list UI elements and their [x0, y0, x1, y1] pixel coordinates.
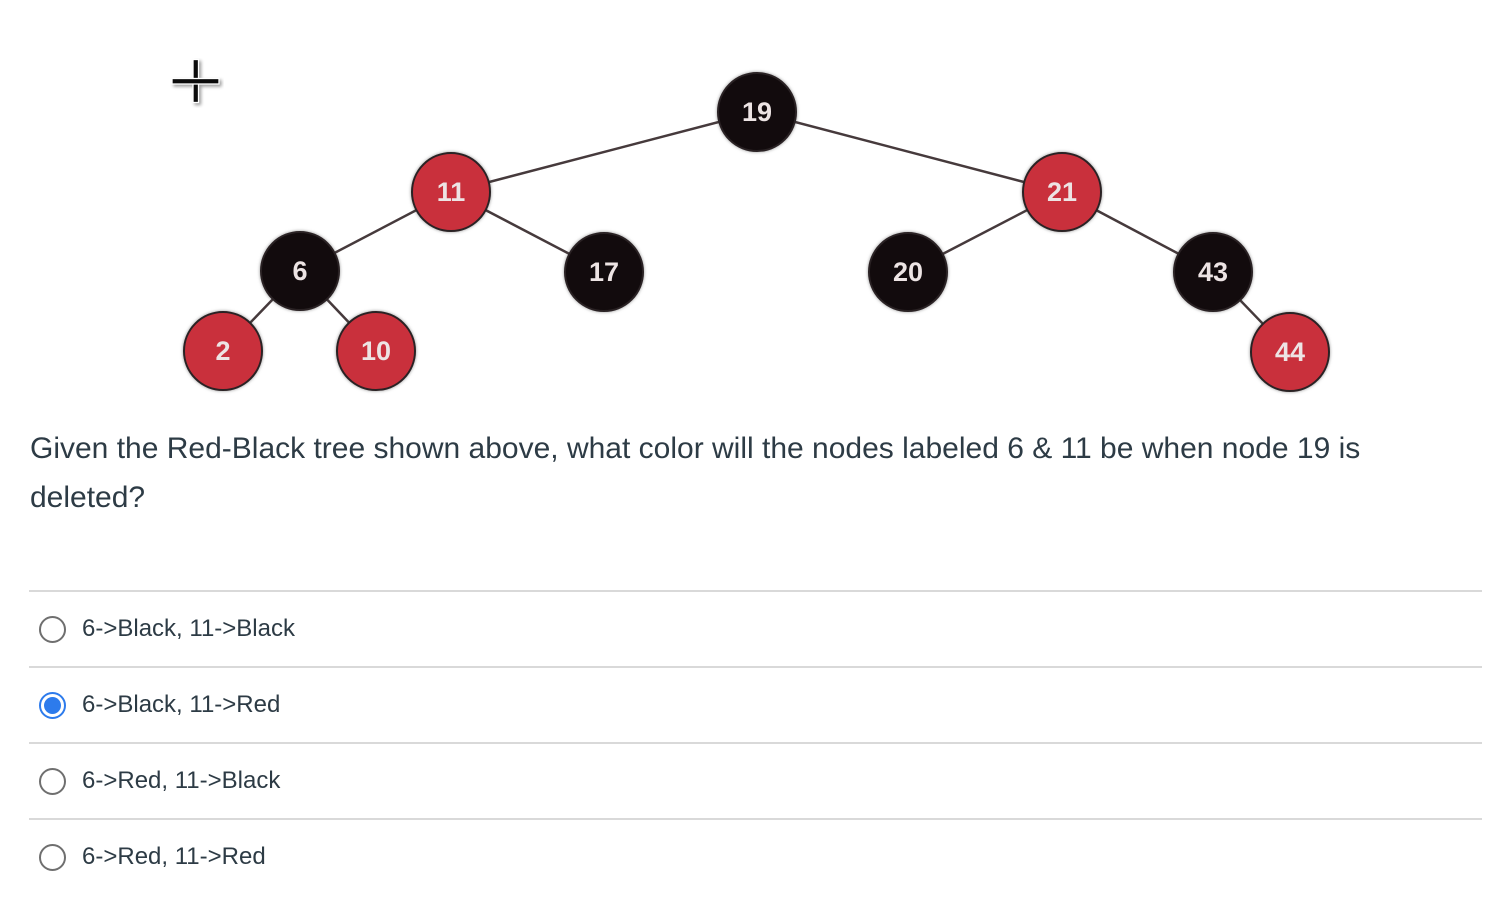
answer-option-3[interactable]: 6->Red, 11->Black: [29, 742, 1482, 818]
tree-node-2: [183, 311, 263, 391]
tree-edge: [756, 110, 1063, 194]
tree-node-label: 2: [215, 336, 230, 366]
tree-node-20: [868, 232, 948, 312]
tree-node-19: [717, 72, 797, 152]
tree-node-label: 6: [292, 256, 307, 286]
tree-node-label: 17: [589, 257, 619, 287]
answer-option-2[interactable]: 6->Black, 11->Red: [29, 666, 1482, 742]
tree-node-label: 19: [742, 97, 772, 127]
tree-node-label: 43: [1198, 257, 1228, 287]
tree-node-21: [1022, 152, 1102, 232]
radio-button[interactable]: [39, 615, 66, 643]
answer-option-4[interactable]: 6->Red, 11->Red: [29, 818, 1482, 894]
tree-node-label: 11: [437, 177, 466, 207]
tree-node-label: 10: [361, 336, 391, 366]
tree-node-label: 44: [1275, 337, 1305, 367]
radio-button[interactable]: [39, 691, 66, 719]
answer-option-1[interactable]: 6->Black, 11->Black: [29, 590, 1482, 666]
tree-node-10: [336, 311, 416, 391]
tree-node-17: [564, 232, 644, 312]
tree-node-6: [260, 231, 340, 311]
radio-button[interactable]: [39, 767, 66, 795]
tree-node-43: [1173, 232, 1253, 312]
question-text: Given the Red-Black tree shown above, wh…: [30, 432, 1361, 514]
crosshair-cursor-icon: [171, 58, 220, 104]
answer-option-label: 6->Black, 11->Red: [82, 691, 281, 718]
tree-node-label: 21: [1047, 177, 1077, 207]
answer-option-label: 6->Red, 11->Black: [82, 767, 281, 794]
answer-options-list: 6->Black, 11->Black 6->Black, 11->Red 6-…: [29, 590, 1482, 894]
tree-node-44: [1250, 312, 1330, 392]
answer-option-label: 6->Black, 11->Black: [82, 615, 295, 642]
tree-node-11: [411, 152, 491, 232]
tree-node-label: 20: [893, 257, 923, 287]
red-black-tree-diagram: 19 11 21 6 17 20 43 2 10 44: [183, 72, 1330, 392]
tree-edge: [450, 110, 758, 194]
radio-button[interactable]: [39, 843, 66, 871]
answer-option-label: 6->Red, 11->Red: [82, 843, 266, 870]
